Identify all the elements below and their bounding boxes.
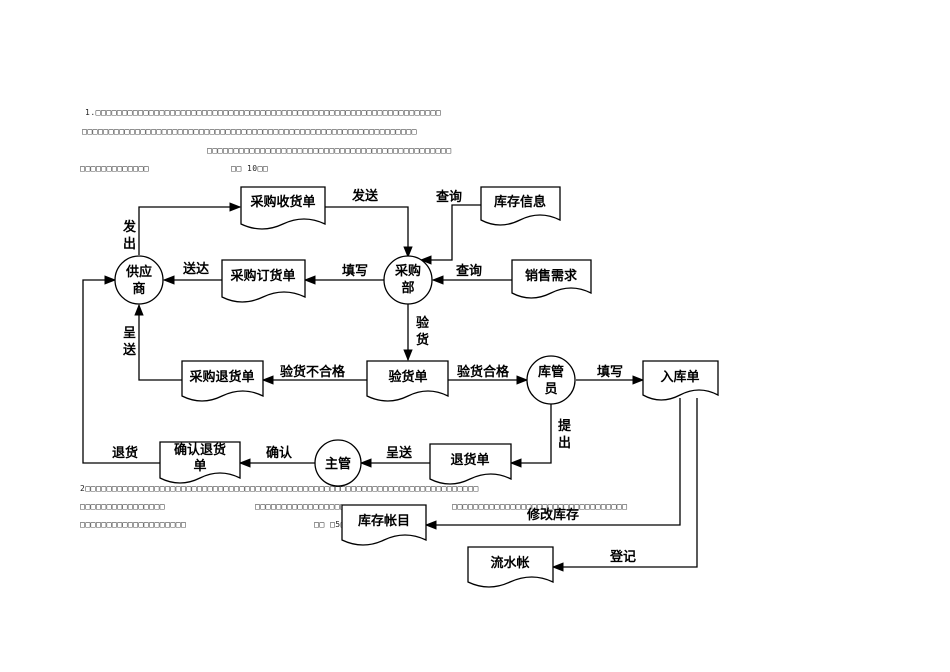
label-modify-stock: 修改库存 <box>526 507 579 523</box>
doc-inventory-info: 库存信息 <box>480 186 561 226</box>
intro-line-2: □□□□□□□□□□□□□□□□□□□□□□□□□□□□□□□□□□□□□□□□… <box>82 127 417 136</box>
edge-return-purchase-to-supplier <box>134 303 182 381</box>
supplier-label-2: 商 <box>132 281 145 297</box>
label-pass: 验货合格 <box>457 364 510 380</box>
dept-label-1: 采购 <box>394 263 421 279</box>
label-present: 呈送 <box>386 445 413 461</box>
intro-line-3: □□□□□□□□□□□□□□□□□□□□□□□□□□□□□□□□□□□□□□□□… <box>207 146 452 155</box>
edge-receipt-to-dept <box>325 206 413 259</box>
doc-order: 采购订货单 <box>221 259 306 303</box>
label-fail: 验货不合格 <box>280 364 346 380</box>
process-warehouse-keeper: 库管 员 <box>526 355 576 405</box>
intro-line-score: □□ 10□□ <box>231 164 269 173</box>
edge-keeper-to-return-sheet <box>509 404 552 468</box>
label-register: 登记 <box>609 549 636 565</box>
doc-storage: 入库单 <box>642 360 719 401</box>
doc-confirm-return: 确认退货 单 <box>159 441 241 484</box>
doc-sales-demand: 销售需求 <box>511 259 592 299</box>
intro-line-4: □□□□□□□□□□□□□ <box>80 164 150 173</box>
doc-journal: 流水帐 <box>467 546 554 588</box>
label-submit-2: 送 <box>122 342 137 358</box>
doc-inspection: 验货单 <box>366 360 449 402</box>
label-inspect-2: 货 <box>416 332 429 348</box>
order-label: 采购订货单 <box>229 268 295 284</box>
dept-label-2: 部 <box>401 280 414 296</box>
sales-demand-label: 销售需求 <box>525 268 578 284</box>
journal-label: 流水帐 <box>490 555 529 571</box>
keeper-label-2: 员 <box>544 382 557 397</box>
label-confirm: 确认 <box>266 445 293 461</box>
confirm-return-label-1: 确认退货 <box>174 442 226 458</box>
label-inspect-1: 验 <box>416 315 430 331</box>
label-fill-order: 填写 <box>342 263 368 279</box>
doc-return-sheet: 退货单 <box>429 443 512 485</box>
outro-line-4: □□□□□□□□□□□□□□□□□□□□□□□□□□□□□□□□□ <box>452 502 628 511</box>
edge-supplier-to-receipt <box>138 202 242 255</box>
process-supplier: 供应 商 <box>114 255 164 305</box>
outro-line-score: □□ □5□□ <box>314 520 352 529</box>
return-purchase-label: 采购退货单 <box>188 369 254 385</box>
label-query-demand: 查询 <box>455 263 482 279</box>
label-submit-1: 呈 <box>123 326 136 341</box>
label-query-inventory: 查询 <box>435 189 462 205</box>
label-deliver: 送达 <box>182 261 209 277</box>
label-extract-1: 提 <box>558 418 572 434</box>
outro-line-2: □□□□□□□□□□□□□□□□ <box>80 502 166 511</box>
supplier-label-1: 供应 <box>125 264 152 280</box>
receipt-label: 采购收货单 <box>249 194 315 210</box>
storage-label: 入库单 <box>660 369 699 385</box>
confirm-return-label-2: 单 <box>193 458 206 474</box>
keeper-label-1: 库管 <box>538 364 564 380</box>
stock-ledger-label: 库存帐目 <box>358 513 410 529</box>
doc-stock-ledger: 库存帐目 <box>341 504 427 546</box>
inspection-label: 验货单 <box>388 369 427 385</box>
inventory-info-label: 库存信息 <box>494 194 546 210</box>
edge-confirm-to-supplier <box>82 275 160 464</box>
label-dispatch-2: 出 <box>123 236 136 252</box>
outro-line-3: □□□□□□□□□□□□□□□□□ <box>255 502 346 511</box>
edge-storage-to-journal <box>551 398 698 572</box>
process-supervisor: 主管 <box>314 439 362 487</box>
outro-line-5: □□□□□□□□□□□□□□□□□□□□ <box>80 520 187 529</box>
outro-line-1: 2□□□□□□□□□□□□□□□□□□□□□□□□□□□□□□□□□□□□□□□… <box>80 484 479 493</box>
label-send: 发送 <box>351 188 379 204</box>
doc-receipt: 采购收货单 <box>240 186 326 230</box>
intro-line-1: 1.□□□□□□□□□□□□□□□□□□□□□□□□□□□□□□□□□□□□□□… <box>85 108 442 117</box>
edge-storage-to-ledger <box>424 398 681 530</box>
edges <box>82 202 698 572</box>
edge-labels: 发 出 发送 查询 送达 填写 查询 验 货 呈 送 验货不合格 验货合格 填写… <box>112 188 636 565</box>
return-sheet-label: 退货单 <box>450 452 489 468</box>
supervisor-label: 主管 <box>325 456 351 472</box>
label-dispatch-1: 发 <box>122 219 137 235</box>
doc-return-purchase: 采购退货单 <box>181 360 264 402</box>
process-purchase-dept: 采购 部 <box>383 255 433 305</box>
label-fill-storage: 填写 <box>597 364 623 380</box>
label-extract-2: 出 <box>558 435 571 451</box>
edge-inventory-to-dept <box>419 204 481 265</box>
label-return-goods: 退货 <box>112 445 138 461</box>
